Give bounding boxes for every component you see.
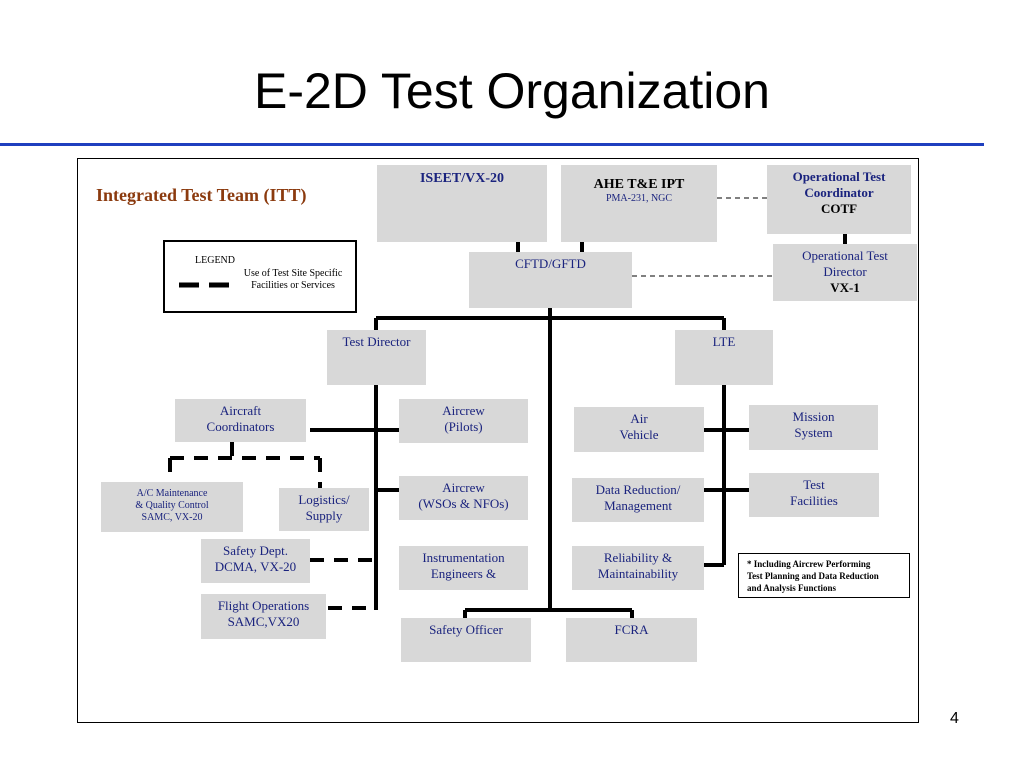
aircraft-coord-line-2: Coordinators bbox=[206, 419, 275, 434]
legend-dash-sample bbox=[179, 282, 239, 288]
ahe-box: AHE T&E IPT PMA-231, NGC bbox=[561, 165, 717, 242]
aircrew-pilots-line-2: (Pilots) bbox=[444, 419, 483, 434]
aircrew-wsos-line-2: (WSOs & NFOs) bbox=[418, 496, 509, 511]
slide-title: E-2D Test Organization bbox=[254, 63, 770, 119]
fcra-label: FCRA bbox=[614, 622, 649, 637]
safety-officer-box: Safety Officer bbox=[401, 618, 531, 662]
logistics-box: Logistics/ Supply bbox=[279, 488, 369, 531]
legend-line-2: Facilities or Services bbox=[251, 280, 335, 291]
flight-ops-line-2: SAMC,VX20 bbox=[227, 614, 300, 629]
air-vehicle-line-2: Vehicle bbox=[619, 427, 659, 442]
otd-line-1: Operational Test bbox=[802, 248, 888, 263]
air-vehicle-line-1: Air bbox=[630, 411, 648, 426]
aircrew-pilots-box: Aircrew (Pilots) bbox=[399, 399, 528, 443]
reliability-box: Reliability & Maintainability bbox=[572, 546, 704, 590]
instrumentation-line-2: Engineers & bbox=[430, 566, 497, 581]
legend-title: LEGEND bbox=[195, 255, 235, 266]
aircrew-wsos-box: Aircrew (WSOs & NFOs) bbox=[399, 476, 528, 520]
flight-ops-line-1: Flight Operations bbox=[217, 598, 310, 613]
ac-maintenance-box: A/C Maintenance & Quality Control SAMC, … bbox=[101, 482, 243, 532]
data-reduction-box: Data Reduction/ Management bbox=[572, 478, 704, 522]
note-line-1: * Including Aircrew Performing bbox=[747, 559, 871, 569]
itt-label: Integrated Test Team (ITT) bbox=[96, 185, 307, 205]
data-reduction-line-2: Management bbox=[604, 498, 672, 513]
mission-system-line-2: System bbox=[794, 425, 833, 440]
aircraft-coordinators-box: Aircraft Coordinators bbox=[175, 399, 306, 442]
safety-dept-line-1: Safety Dept. bbox=[223, 543, 288, 558]
diagram-frame bbox=[77, 158, 919, 723]
otc-box: Operational Test Coordinator COTF bbox=[767, 165, 911, 234]
page-number: 4 bbox=[950, 710, 959, 727]
test-facilities-line-1: Test bbox=[803, 477, 825, 492]
instrumentation-box: Instrumentation Engineers & bbox=[399, 546, 528, 590]
otd-line-2: Director bbox=[823, 264, 867, 279]
safety-dept-line-2: DCMA, VX-20 bbox=[214, 559, 297, 574]
ahe-subtitle: PMA-231, NGC bbox=[605, 193, 673, 204]
cftd-label: CFTD/GFTD bbox=[515, 256, 586, 271]
safety-officer-label: Safety Officer bbox=[429, 622, 503, 637]
aircrew-pilots-line-1: Aircrew bbox=[442, 403, 485, 418]
title-rule bbox=[0, 143, 984, 146]
cftd-box: CFTD/GFTD bbox=[469, 252, 632, 308]
otd-box: Operational Test Director VX-1 bbox=[773, 244, 917, 301]
note-line-3: and Analysis Functions bbox=[747, 583, 837, 593]
iseet-box: ISEET/VX-20 bbox=[377, 165, 547, 242]
ahe-title: AHE T&E IPT bbox=[593, 177, 685, 192]
reliability-line-1: Reliability & bbox=[603, 550, 673, 565]
ac-maint-line-1: A/C Maintenance bbox=[136, 488, 208, 499]
air-vehicle-box: Air Vehicle bbox=[574, 407, 704, 452]
reliability-line-2: Maintainability bbox=[597, 566, 679, 581]
legend-box: LEGEND Use of Test Site Specific Facilit… bbox=[163, 240, 357, 313]
logistics-line-1: Logistics/ bbox=[298, 492, 350, 507]
aircrew-wsos-line-1: Aircrew bbox=[442, 480, 485, 495]
logistics-line-2: Supply bbox=[305, 508, 343, 523]
test-director-label: Test Director bbox=[342, 334, 411, 349]
mission-system-line-1: Mission bbox=[792, 409, 835, 424]
ac-maint-line-3: SAMC, VX-20 bbox=[141, 512, 203, 523]
lte-box: LTE bbox=[675, 330, 773, 385]
legend-line-1: Use of Test Site Specific bbox=[243, 268, 343, 279]
otc-line-1: Operational Test bbox=[792, 169, 886, 184]
otc-line-3: COTF bbox=[820, 201, 858, 216]
flight-operations-box: Flight Operations SAMC,VX20 bbox=[201, 594, 326, 639]
otd-line-3: VX-1 bbox=[830, 280, 860, 295]
legend-description: Use of Test Site Specific Facilities or … bbox=[233, 268, 353, 292]
test-facilities-line-2: Facilities bbox=[790, 493, 838, 508]
test-facilities-box: Test Facilities bbox=[749, 473, 879, 517]
aircraft-coord-line-1: Aircraft bbox=[219, 403, 262, 418]
safety-dept-box: Safety Dept. DCMA, VX-20 bbox=[201, 539, 310, 583]
test-director-box: Test Director bbox=[327, 330, 426, 385]
instrumentation-line-1: Instrumentation bbox=[422, 550, 505, 565]
mission-system-box: Mission System bbox=[749, 405, 878, 450]
footnote-box: * Including Aircrew Performing Test Plan… bbox=[738, 553, 910, 598]
fcra-box: FCRA bbox=[566, 618, 697, 662]
lte-label: LTE bbox=[712, 334, 736, 349]
iseet-label: ISEET/VX-20 bbox=[419, 171, 505, 186]
note-line-2: Test Planning and Data Reduction bbox=[747, 571, 879, 581]
otc-line-2: Coordinator bbox=[804, 185, 874, 200]
data-reduction-line-1: Data Reduction/ bbox=[595, 482, 681, 497]
ac-maint-line-2: & Quality Control bbox=[135, 500, 209, 511]
